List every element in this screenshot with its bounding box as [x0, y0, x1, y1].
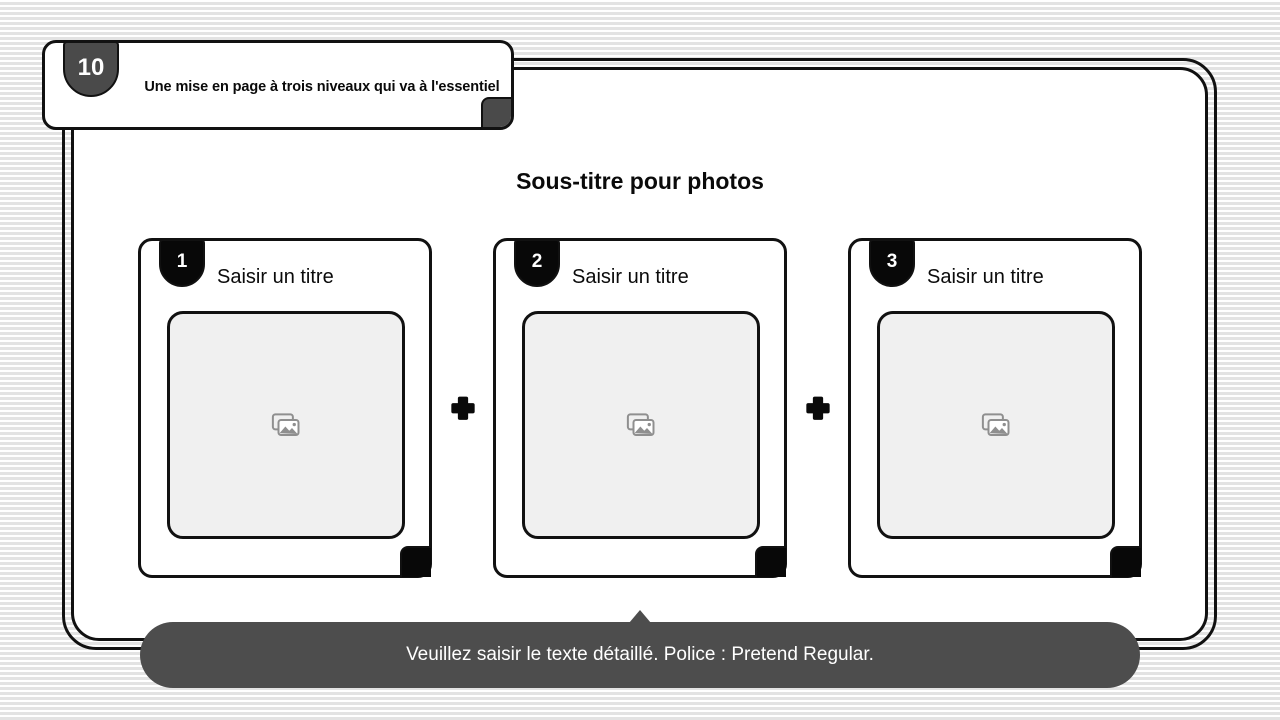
- plus-icon: [805, 396, 830, 420]
- photo-placeholder-2[interactable]: [522, 311, 760, 539]
- card-badge-1: 1: [159, 239, 205, 287]
- card-badge-number: 1: [176, 250, 188, 272]
- photo-placeholder-1[interactable]: [167, 311, 405, 539]
- footer-banner-text: Veuillez saisir le texte détaillé. Polic…: [406, 644, 874, 665]
- page-subtitle: Sous-titre pour photos: [516, 168, 764, 194]
- card-badge-number: 3: [886, 250, 898, 272]
- photo-card-2[interactable]: 2 Saisir un titre: [493, 238, 787, 578]
- photo-card-1[interactable]: 1 Saisir un titre: [138, 238, 432, 578]
- header-tag-card[interactable]: 10 Une mise en page à trois niveaux qui …: [42, 40, 514, 130]
- header-corner-fold-icon: [481, 97, 511, 127]
- image-placeholder-icon: [981, 413, 1010, 436]
- card-title-2[interactable]: Saisir un titre: [572, 266, 689, 288]
- card-corner-fold-icon: [400, 546, 431, 577]
- plus-icon: [450, 396, 475, 420]
- image-placeholder-icon: [271, 413, 300, 436]
- photo-card-row: 1 Saisir un titre 2 Saisir un titre: [138, 238, 1142, 578]
- card-corner-fold-icon: [755, 546, 786, 577]
- separator-1: [432, 238, 493, 578]
- image-placeholder-icon: [626, 413, 655, 436]
- card-corner-fold-icon: [1110, 546, 1141, 577]
- header-badge: 10: [63, 43, 119, 97]
- card-title-3[interactable]: Saisir un titre: [927, 266, 1044, 288]
- photo-card-3[interactable]: 3 Saisir un titre: [848, 238, 1142, 578]
- card-badge-number: 2: [531, 250, 543, 272]
- header-badge-number: 10: [77, 53, 105, 81]
- header-title: Une mise en page à trois niveaux qui va …: [144, 79, 500, 95]
- banner-pointer-icon: [629, 610, 651, 623]
- card-title-1[interactable]: Saisir un titre: [217, 266, 334, 288]
- separator-2: [787, 238, 848, 578]
- card-badge-3: 3: [869, 239, 915, 287]
- photo-placeholder-3[interactable]: [877, 311, 1115, 539]
- footer-banner[interactable]: Veuillez saisir le texte détaillé. Polic…: [140, 610, 1140, 688]
- card-badge-2: 2: [514, 239, 560, 287]
